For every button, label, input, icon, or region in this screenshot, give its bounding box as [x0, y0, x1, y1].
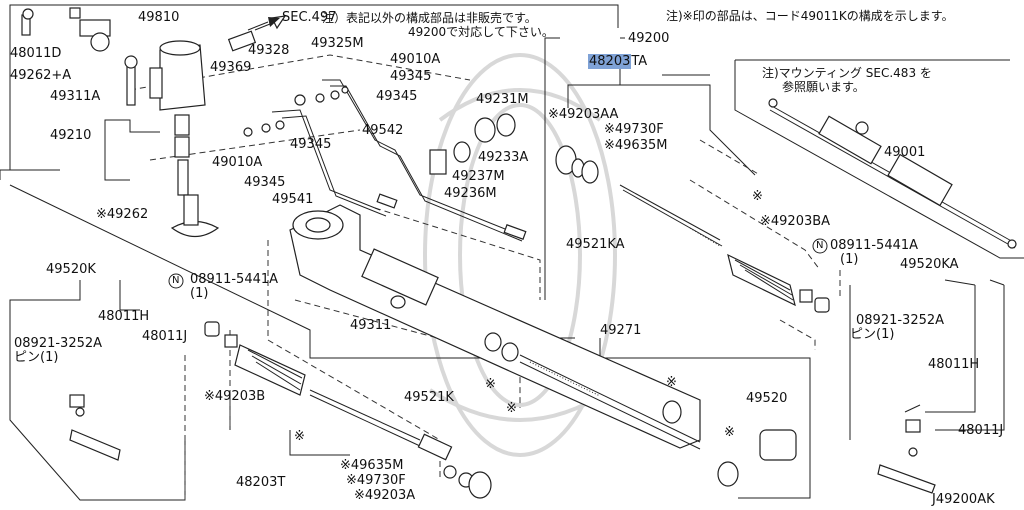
label-49325M[interactable]: 49325M [311, 36, 364, 51]
label-48203TA-highlight[interactable]: 48203 [588, 54, 632, 69]
mounting-note-line2: 参照願います。 [782, 80, 865, 94]
label-49730F-right[interactable]: ※49730F [604, 122, 664, 137]
label-49262[interactable]: ※49262 [96, 207, 149, 222]
label-pin-right: ピン(1) [850, 327, 895, 342]
label-49520K[interactable]: 49520K [46, 262, 96, 277]
mark-f: ※ [752, 189, 763, 204]
label-49521K[interactable]: 49521K [404, 390, 454, 405]
label-49001[interactable]: 49001 [884, 145, 926, 160]
label-08911-left-qty: (1) [190, 286, 209, 301]
label-08921-right[interactable]: 08921-3252A [856, 313, 945, 328]
label-49520KA[interactable]: 49520KA [900, 257, 959, 272]
label-49521KA[interactable]: 49521KA [566, 237, 625, 252]
pinion-rack-shaft [484, 332, 797, 487]
label-49810[interactable]: 49810 [138, 10, 180, 25]
mounting-note: 注)マウンティング SEC.483 を [762, 66, 932, 80]
mark-a: ※ [485, 377, 496, 392]
mark-e: ※ [294, 429, 305, 444]
sec497-arrow [247, 17, 280, 31]
label-49233A[interactable]: 49233A [478, 150, 529, 165]
label-49203B[interactable]: ※49203B [204, 389, 266, 404]
label-49730F-left[interactable]: ※49730F [346, 473, 406, 488]
label-49010A-mid[interactable]: 49010A [212, 155, 263, 170]
label-49369[interactable]: 49369 [210, 60, 252, 75]
label-49520[interactable]: 49520 [746, 391, 788, 406]
label-49200[interactable]: 49200 [628, 31, 670, 46]
small-parts-upper-left [21, 7, 287, 106]
label-08911-right-qty: (1) [840, 252, 859, 267]
label-48203T[interactable]: 48203T [236, 475, 286, 490]
label-49203BA[interactable]: ※49203BA [760, 214, 831, 229]
label-49271[interactable]: 49271 [600, 323, 642, 338]
label-49237M[interactable]: 49237M [452, 169, 505, 184]
mark-d: ※ [724, 425, 735, 440]
label-08921-left[interactable]: 08921-3252A [14, 336, 103, 351]
label-48011H-left[interactable]: 48011H [98, 309, 150, 324]
n-mark-right: N [816, 240, 824, 251]
diagram-code: J49200AK [932, 492, 995, 507]
non-sale-note: 注）表記以外の構成部品は非販売です。 [322, 11, 537, 25]
rack-assembly-49001 [768, 98, 1017, 249]
label-49311A[interactable]: 49311A [50, 89, 101, 104]
label-49345-c[interactable]: 49345 [290, 137, 332, 152]
label-49203A[interactable]: ※49203A [354, 488, 416, 503]
callout-circles [168, 238, 828, 289]
mark-b: ※ [506, 401, 517, 416]
right-rack-components [555, 145, 830, 313]
steering-gear-housing [289, 204, 701, 449]
label-pin-left: ピン(1) [14, 350, 59, 365]
label-49345-b[interactable]: 49345 [376, 89, 418, 104]
label-48011H-right[interactable]: 48011H [928, 357, 980, 372]
label-48203TA-suffix: TA [631, 54, 648, 69]
label-49203AA[interactable]: ※49203AA [548, 107, 619, 122]
label-49541[interactable]: 49541 [272, 192, 314, 207]
valve-assembly [149, 40, 220, 238]
left-rack-components [204, 321, 492, 499]
n-mark-left: N [172, 275, 180, 286]
label-49010A-top[interactable]: 49010A [390, 52, 441, 67]
label-49542[interactable]: 49542 [362, 123, 404, 138]
label-49236M[interactable]: 49236M [444, 186, 497, 201]
label-49328[interactable]: 49328 [248, 43, 290, 58]
mark-c: ※ [666, 375, 677, 390]
label-49635M-left[interactable]: ※49635M [340, 458, 404, 473]
label-48011J-right[interactable]: 48011J [958, 423, 1004, 438]
label-08911-right[interactable]: 08911-5441A [830, 238, 919, 253]
label-48011D[interactable]: 48011D [10, 46, 62, 61]
label-49262A[interactable]: 49262+A [10, 68, 72, 83]
hydraulic-lines [271, 79, 523, 242]
label-49231M[interactable]: 49231M [476, 92, 529, 107]
sec497-ref[interactable]: SEC.497 [282, 10, 337, 25]
non-sale-note-line2: 49200で対応して下さい。 [408, 25, 554, 39]
fittings-mid [243, 86, 527, 309]
component-note: 注)※印の部品は、コード49011Kの構成を示します。 [666, 9, 954, 23]
label-48011J-left[interactable]: 48011J [142, 329, 188, 344]
leader-lines [0, 4, 1024, 501]
tie-rod-ends [69, 394, 936, 494]
label-49311[interactable]: 49311 [350, 318, 392, 333]
label-49345-a[interactable]: 49345 [390, 69, 432, 84]
label-49210[interactable]: 49210 [50, 128, 92, 143]
label-49345-d[interactable]: 49345 [244, 175, 286, 190]
label-48203TA[interactable]: 48203TA [588, 54, 648, 69]
label-08911-left[interactable]: 08911-5441A [190, 272, 279, 287]
label-49635M-right[interactable]: ※49635M [604, 138, 668, 153]
